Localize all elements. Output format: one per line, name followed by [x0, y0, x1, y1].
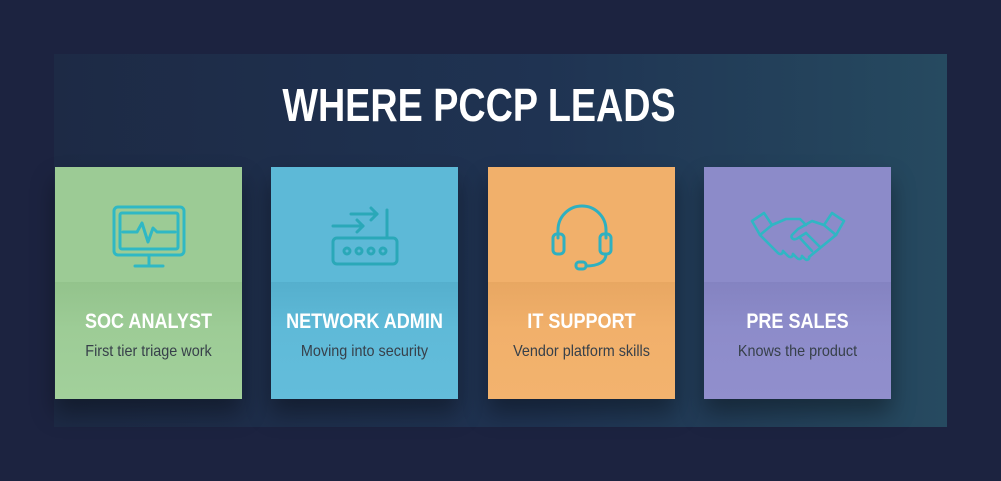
card-pre-sales: PRE SALES Knows the product	[704, 167, 891, 399]
card-description: Moving into security	[300, 343, 429, 360]
card-role: NETWORK ADMIN	[286, 310, 443, 333]
card-bottom	[488, 282, 675, 399]
card-soc-analyst: SOC ANALYST First tier triage work	[55, 167, 242, 399]
card-description: First tier triage work	[85, 343, 212, 360]
card-description: Vendor platform skills	[513, 343, 650, 360]
handshake-icon	[750, 211, 845, 262]
card-role: IT SUPPORT	[527, 310, 636, 333]
card-network-admin: NETWORK ADMIN Moving into security	[271, 167, 458, 399]
card-description: Knows the product	[737, 343, 858, 360]
card-top	[704, 167, 891, 282]
router-icon	[331, 206, 398, 266]
card-bottom	[704, 282, 891, 399]
monitor-pulse-icon	[112, 205, 185, 268]
card-it-support: IT SUPPORT Vendor platform skills	[488, 167, 675, 399]
card-role: SOC ANALYST	[84, 310, 213, 333]
headset-icon	[551, 204, 612, 271]
card-bottom	[55, 282, 242, 399]
card-bottom	[271, 282, 458, 399]
page-title: WHERE PCCP LEADS	[282, 79, 676, 131]
card-role: PRE SALES	[746, 310, 849, 333]
